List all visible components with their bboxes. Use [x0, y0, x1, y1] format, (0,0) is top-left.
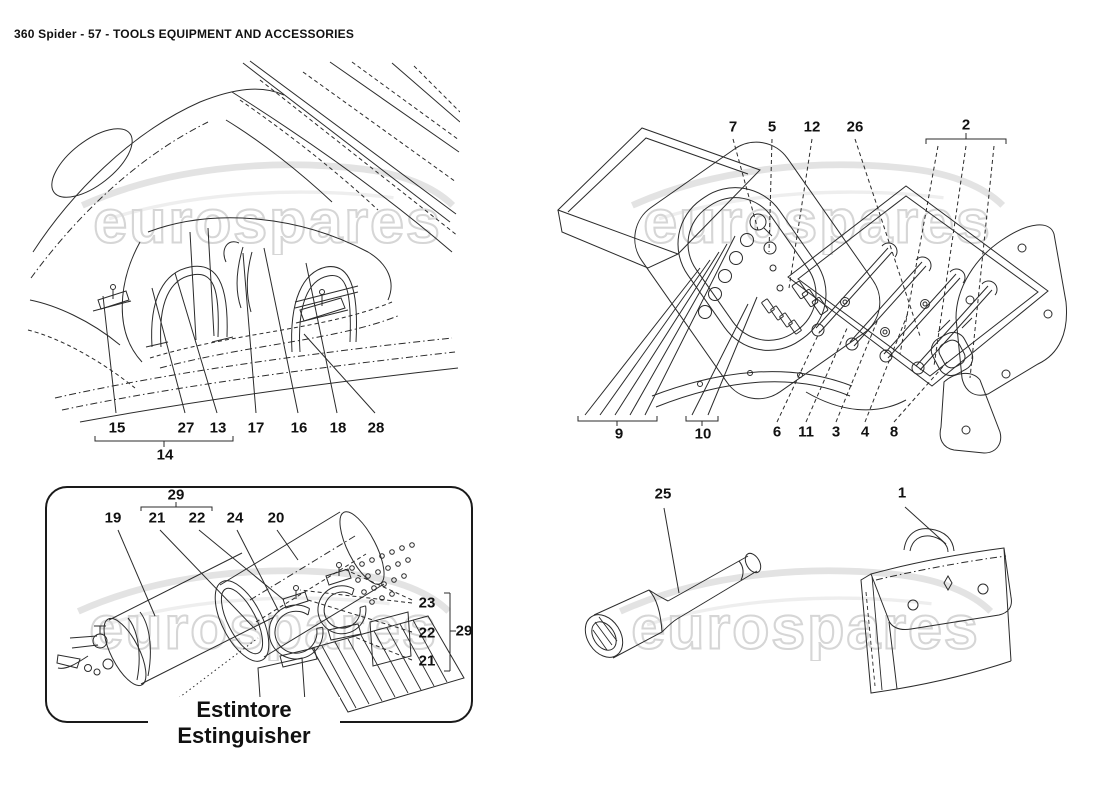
watermark-swoosh	[646, 596, 932, 627]
callout-2: 2	[961, 116, 971, 134]
group-bracket-9	[577, 416, 658, 426]
callout-25: 25	[654, 485, 672, 503]
callout-22: 22	[188, 509, 206, 527]
perforated-plate	[167, 542, 465, 713]
callout-29-right: 29	[455, 622, 473, 640]
callout-26: 26	[846, 118, 864, 136]
toolkit-flap	[930, 224, 1068, 454]
extinguisher-caption: Estintore Estinguisher	[148, 697, 340, 749]
d-ring	[930, 317, 974, 377]
watermark-text: eurospares	[643, 188, 991, 255]
toolkit-tray	[787, 185, 1049, 411]
watermark-text: eurospares	[89, 594, 437, 661]
watermark: eurospares	[66, 556, 461, 661]
watermark-swoosh	[658, 190, 944, 221]
group-bracket-2	[925, 133, 1007, 144]
strap-brackets	[92, 227, 359, 353]
callout-4: 4	[860, 423, 870, 441]
callout-17: 17	[247, 419, 265, 437]
toolkit-cover	[557, 127, 761, 269]
watermark: eurospares	[620, 150, 1015, 255]
callout-18: 18	[329, 419, 347, 437]
group-bracket-14	[94, 436, 234, 447]
callout-3: 3	[831, 423, 841, 441]
page-title: 360 Spider - 57 - TOOLS EQUIPMENT AND AC…	[14, 27, 355, 41]
callout-24: 24	[226, 509, 244, 527]
callout-10: 10	[694, 425, 712, 443]
callout-7: 7	[728, 118, 738, 136]
callout-23: 23	[418, 594, 436, 612]
watermark-swoosh	[80, 161, 456, 209]
toolkit-pouch	[634, 141, 881, 408]
caption-italian: Estintore	[196, 697, 292, 722]
wrench	[811, 242, 898, 337]
callout-14: 14	[156, 446, 174, 464]
callout-21: 21	[148, 509, 166, 527]
watermark-text: eurospares	[631, 594, 979, 661]
callout-27: 27	[177, 419, 195, 437]
group-bracket-10	[685, 416, 719, 426]
callout-8: 8	[889, 423, 899, 441]
callout-21b: 21	[418, 652, 436, 670]
watermark-swoosh	[76, 567, 452, 615]
watermark: eurospares	[70, 150, 465, 255]
callout-11: 11	[798, 423, 814, 441]
callout-6: 6	[772, 423, 782, 441]
callout-16: 16	[290, 419, 308, 437]
car-body-outline	[27, 60, 460, 423]
callout-9: 9	[614, 425, 624, 443]
wrench	[911, 280, 998, 375]
watermark: eurospares	[608, 556, 1003, 661]
group-bracket-29-top	[140, 502, 213, 511]
watermark-swoosh	[618, 567, 994, 615]
callout-22b: 22	[418, 624, 436, 642]
group-bracket-29-right	[444, 592, 456, 672]
extinguisher-diagram	[56, 502, 465, 713]
leader-lines	[117, 529, 413, 661]
leader-lines	[663, 506, 947, 594]
watermark-text: eurospares	[93, 188, 441, 255]
wrench	[845, 256, 932, 351]
leader-lines	[584, 138, 995, 423]
trunk-diagram	[27, 60, 460, 447]
watermark-swoosh	[630, 161, 1006, 209]
callout-12: 12	[803, 118, 821, 136]
wrench	[879, 268, 966, 363]
accessories-diagram	[584, 506, 1012, 694]
caption-english: Estinguisher	[177, 722, 311, 748]
extinguisher-cylinder	[56, 552, 275, 687]
torch-tool	[584, 552, 762, 659]
tool-bag	[860, 528, 1012, 694]
toolkit-diagram	[557, 127, 1068, 454]
callout-19: 19	[104, 509, 122, 527]
callout-28: 28	[367, 419, 385, 437]
callout-13: 13	[209, 419, 227, 437]
leader-lines	[102, 247, 376, 414]
callout-29-top: 29	[167, 486, 185, 504]
mounting-clamps	[257, 562, 412, 713]
callout-15: 15	[108, 419, 126, 437]
callout-1: 1	[897, 484, 907, 502]
callout-20: 20	[267, 509, 285, 527]
callout-5: 5	[767, 118, 777, 136]
emblem-icon	[943, 574, 953, 592]
watermark-swoosh	[108, 190, 394, 221]
